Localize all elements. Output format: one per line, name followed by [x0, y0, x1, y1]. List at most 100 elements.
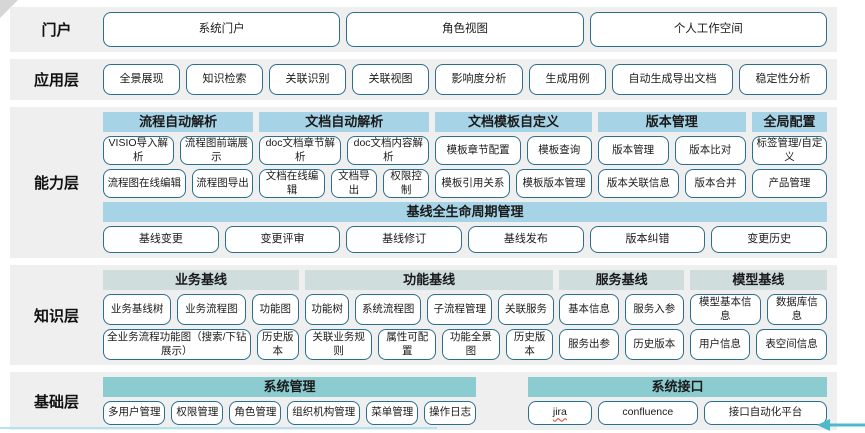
feature-button[interactable]: 流程图导出	[191, 169, 254, 198]
bottom-line-decoration	[0, 427, 437, 429]
feature-button[interactable]: 模板查询	[526, 136, 592, 165]
feature-button-label: 模板引用关系	[441, 176, 505, 189]
feature-button-label: 权限管理	[176, 406, 219, 419]
feature-button[interactable]: 模型基本信息	[689, 294, 761, 325]
feature-button[interactable]: 模板版本管理	[516, 169, 592, 198]
architecture-diagram: 门户系统门户角色视图个人工作空间应用层全景展现知识检索关联识别关联视图影响度分析…	[10, 7, 837, 430]
feature-button[interactable]: 业务流程图	[177, 294, 246, 325]
feature-button[interactable]: 用户信息	[689, 329, 751, 360]
feature-button[interactable]: 流程图在线编辑	[103, 169, 186, 198]
feature-button[interactable]: 基线修订	[346, 226, 463, 253]
button-row: 关联业务规则属性可配置功能全景图历史版本	[304, 329, 554, 360]
feature-button-label: 文档在线编辑	[265, 170, 319, 196]
feature-button-label: 服务入参	[633, 302, 676, 315]
feature-button[interactable]: 变更评审	[224, 226, 341, 253]
feature-button[interactable]: 服务入参	[624, 294, 684, 325]
feature-button[interactable]: 产品管理	[751, 169, 828, 198]
feature-button[interactable]: 版本管理	[597, 136, 669, 165]
feature-button[interactable]: 属性可配置	[378, 329, 437, 360]
feature-button[interactable]: 权限控制	[383, 169, 430, 198]
feature-button[interactable]: 稳定性分析	[739, 64, 827, 95]
feature-button[interactable]: 历史版本	[505, 329, 554, 360]
feature-button[interactable]: 全业务流程功能图（搜索/下钻展示）	[103, 329, 251, 360]
feature-button[interactable]: 模板引用关系	[435, 169, 511, 198]
feature-button[interactable]: 全景展现	[103, 64, 180, 95]
button-row: 多用户管理权限管理角色管理组织机构管理菜单管理 操作日志	[103, 401, 477, 425]
feature-button-label: 用户信息	[698, 337, 741, 350]
feature-button[interactable]: 文档导出	[330, 169, 378, 198]
feature-button[interactable]: 菜单管理	[366, 401, 419, 425]
group-header: 功能基线	[304, 270, 554, 290]
feature-button[interactable]: 自动生成导出文档	[612, 64, 733, 95]
feature-button[interactable]: doc文档章节解析	[259, 136, 342, 165]
feature-button[interactable]: 多用户管理	[103, 401, 166, 425]
feature-button[interactable]: 影响度分析	[435, 64, 523, 95]
feature-button[interactable]: 权限管理	[171, 401, 224, 425]
group-系统管理: 系统管理多用户管理权限管理角色管理组织机构管理菜单管理操作日志	[103, 377, 477, 425]
feature-button-label: 关联业务规则	[312, 331, 365, 357]
feature-button[interactable]: 知识检索	[186, 64, 263, 95]
feature-button-label: 版本管理	[612, 143, 655, 156]
feature-button[interactable]: 流程图前端展示	[179, 136, 254, 165]
feature-button-label: 关联识别	[285, 72, 330, 85]
feature-button[interactable]: 功能树	[304, 294, 350, 325]
feature-button[interactable]: 历史版本	[256, 329, 299, 360]
feature-button[interactable]: 生成用例	[529, 64, 606, 95]
feature-button[interactable]: 模板章节配置	[435, 136, 521, 165]
feature-button[interactable]: doc文档内容解析	[347, 136, 430, 165]
feature-button-label: 角色视图	[441, 23, 488, 36]
feature-button-label: 影响度分析	[451, 72, 507, 85]
group-header: 流程自动解析	[103, 112, 254, 132]
feature-button[interactable]: 操作日志	[424, 401, 477, 425]
group-服务基线: 服务基线基本信息服务入参服务出参历史版本	[559, 270, 684, 360]
feature-button[interactable]: jira	[528, 401, 592, 425]
feature-button[interactable]: 版本比对	[674, 136, 746, 165]
feature-button[interactable]: 基线发布	[468, 226, 584, 253]
feature-button-label: 属性可配置	[386, 331, 429, 357]
feature-button[interactable]: VISIO导入解析	[103, 136, 174, 165]
feature-button-label: confluence	[622, 406, 674, 419]
feature-button-label: 自动生成导出文档	[628, 72, 717, 85]
button-row: 模板引用关系模板版本管理	[435, 169, 592, 198]
feature-button[interactable]: 组织机构管理	[287, 401, 361, 425]
feature-button-label: 菜单管理	[371, 406, 414, 419]
feature-button[interactable]: 接口自动化平台	[703, 401, 828, 425]
feature-button[interactable]: 系统流程图	[355, 294, 421, 325]
feature-button[interactable]: 系统门户	[103, 12, 341, 47]
feature-button[interactable]: 基本信息	[559, 294, 619, 325]
feature-button-label: 模板章节配置	[446, 143, 510, 156]
feature-button[interactable]: 关联服务	[498, 294, 554, 325]
button-row: 文档在线编辑文档导出权限控制	[259, 169, 430, 198]
feature-button[interactable]: 变更历史	[711, 226, 828, 253]
feature-button[interactable]: 功能图	[251, 294, 299, 325]
feature-button[interactable]: 角色管理	[229, 401, 282, 425]
feature-button[interactable]: 关联识别	[269, 64, 346, 95]
feature-button[interactable]: 个人工作空间	[589, 12, 827, 47]
feature-button-label: 操作日志	[429, 406, 472, 419]
feature-button[interactable]: 表空间信息	[756, 329, 827, 360]
feature-button[interactable]: 关联业务规则	[304, 329, 373, 360]
feature-button[interactable]: 角色视图	[346, 12, 584, 47]
feature-button[interactable]: 文档在线编辑	[259, 169, 325, 198]
feature-button[interactable]: 版本纠错	[589, 226, 706, 253]
feature-button-label: 权限控制	[390, 170, 422, 196]
feature-button[interactable]: 版本合并	[685, 169, 746, 198]
feature-button[interactable]: 服务出参	[559, 329, 619, 360]
feature-button[interactable]: 历史版本	[624, 329, 684, 360]
feature-button[interactable]: 数据库信息	[766, 294, 827, 325]
feature-button[interactable]: 版本关联信息	[597, 169, 680, 198]
button-row: 业务基线树业务流程图功能图	[103, 294, 299, 325]
feature-button[interactable]: 标签管理/自定义	[751, 136, 828, 165]
left-arrow-icon	[817, 419, 865, 431]
feature-button[interactable]: 功能全景图	[442, 329, 500, 360]
button-row: 模型基本信息数据库信息	[689, 294, 827, 325]
feature-button[interactable]: 基线变更	[103, 226, 219, 253]
feature-button[interactable]: 子流程管理	[426, 294, 493, 325]
feature-button-label: 知识检索	[202, 72, 247, 85]
feature-button[interactable]: confluence	[597, 401, 698, 425]
feature-button[interactable]: 业务基线树	[103, 294, 172, 325]
feature-button[interactable]: 关联视图	[352, 64, 429, 95]
